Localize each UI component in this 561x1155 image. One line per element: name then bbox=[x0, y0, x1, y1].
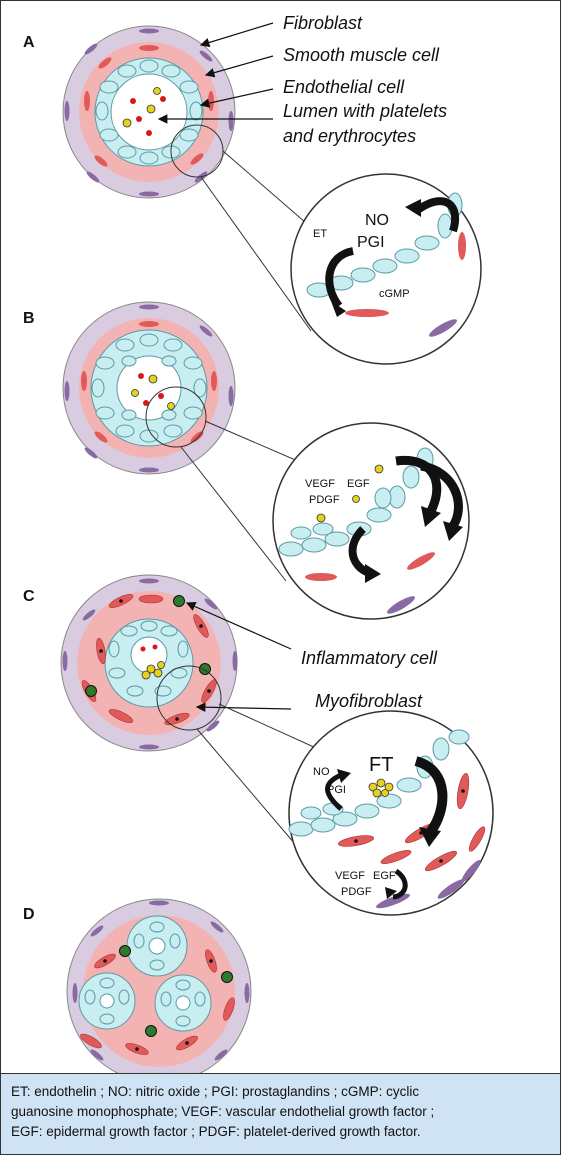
label-pgi-a: PGI bbox=[357, 234, 385, 251]
fibroblast-cells bbox=[64, 28, 234, 197]
erythrocytes bbox=[130, 96, 166, 136]
label-fibroblast: Fibroblast bbox=[283, 13, 363, 33]
zoom-lines-a bbox=[200, 150, 314, 332]
label-no-a: NO bbox=[365, 212, 389, 229]
zoom-circle-a bbox=[290, 173, 482, 365]
panel-d-letter: D bbox=[23, 906, 35, 923]
vessel-diagram: A Fibroblast bbox=[23, 13, 494, 1073]
label-no-c: NO bbox=[313, 766, 330, 778]
endothelial-cells bbox=[95, 59, 203, 165]
platelets bbox=[122, 87, 161, 128]
label-myofibroblast: Myofibroblast bbox=[315, 691, 423, 711]
abbreviations-caption: ET: endothelin ; NO: nitric oxide ; PGI:… bbox=[1, 1073, 560, 1154]
label-vegf-b: VEGF bbox=[305, 478, 335, 490]
zoom-circle-c bbox=[288, 710, 494, 916]
inflammatory-cells bbox=[85, 595, 211, 697]
recanalized-channel bbox=[126, 915, 188, 977]
panel-c-letter: C bbox=[23, 588, 35, 605]
label-egf-b: EGF bbox=[347, 478, 370, 490]
label-lumen-line2: and erythrocytes bbox=[283, 126, 416, 146]
vessel-a bbox=[62, 25, 236, 199]
label-vegf-c: VEGF bbox=[335, 870, 365, 882]
recanalized-channel bbox=[78, 972, 136, 1030]
panel-b-letter: B bbox=[23, 310, 35, 327]
label-et: ET bbox=[313, 228, 327, 240]
zoom-ring-c bbox=[156, 665, 222, 731]
leader-lines-a bbox=[157, 22, 274, 124]
zoom-ring-b bbox=[145, 386, 207, 448]
label-cgmp: cGMP bbox=[379, 288, 410, 300]
label-pgi-c: PGI bbox=[327, 784, 346, 796]
caption-line-3: EGF: epidermal growth factor ; PDGF: pla… bbox=[11, 1124, 421, 1139]
caption-line-2: guanosine monophosphate; VEGF: vascular … bbox=[11, 1104, 435, 1119]
label-endothelial: Endothelial cell bbox=[283, 77, 405, 97]
label-egf-c: EGF bbox=[373, 870, 396, 882]
zoom-lines-c bbox=[196, 703, 328, 852]
label-ft: FT bbox=[369, 754, 393, 776]
vessel-b bbox=[62, 301, 236, 475]
leader-lines-c bbox=[185, 602, 292, 712]
recanalized-channel bbox=[154, 974, 212, 1032]
zoom-circle-b bbox=[272, 422, 470, 620]
label-pdgf-b: PDGF bbox=[309, 494, 340, 506]
panel-a-letter: A bbox=[23, 34, 35, 51]
label-lumen-line1: Lumen with platelets bbox=[283, 101, 447, 121]
vessel-d bbox=[66, 898, 252, 1073]
label-inflammatory: Inflammatory cell bbox=[301, 648, 438, 668]
label-smooth-muscle: Smooth muscle cell bbox=[283, 45, 440, 65]
caption-line-1: ET: endothelin ; NO: nitric oxide ; PGI:… bbox=[11, 1084, 420, 1099]
vessel-c bbox=[60, 574, 238, 752]
label-pdgf-c: PDGF bbox=[341, 886, 372, 898]
